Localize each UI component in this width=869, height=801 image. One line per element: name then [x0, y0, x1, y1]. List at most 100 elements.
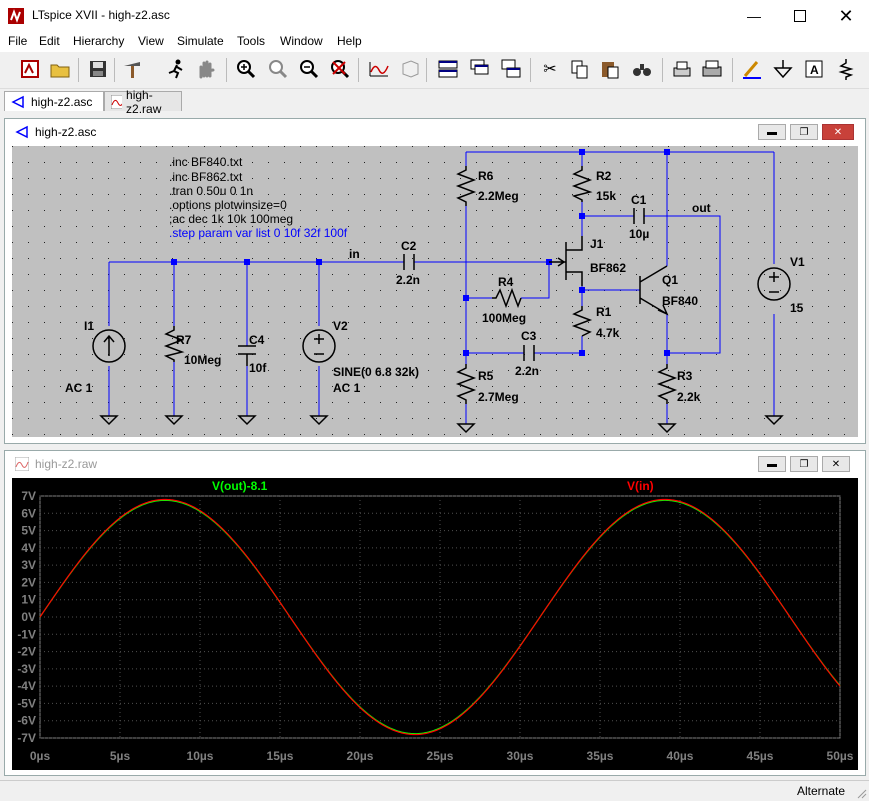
c1-value[interactable]: 10µ — [629, 227, 649, 241]
r6-label[interactable]: R6 — [478, 169, 494, 183]
zoom-cancel-button[interactable] — [328, 57, 352, 81]
net-label-out[interactable]: out — [692, 201, 711, 215]
close-button[interactable]: ✕ — [823, 0, 869, 32]
y-tick-label: -6V — [17, 714, 36, 728]
label-button[interactable]: A — [802, 57, 826, 81]
cascade-button[interactable] — [468, 57, 492, 81]
maximize-button[interactable] — [777, 0, 823, 32]
r7-value[interactable]: 10Meg — [184, 353, 221, 367]
fit-button[interactable] — [398, 57, 422, 81]
cut-button[interactable]: ✂ — [538, 57, 562, 81]
directive-line[interactable]: .inc BF840.txt — [169, 155, 243, 169]
c1-label[interactable]: C1 — [631, 193, 647, 207]
r7-label[interactable]: R7 — [176, 333, 192, 347]
schematic-close-button[interactable]: ✕ — [822, 124, 854, 140]
c3-value[interactable]: 2.2n — [515, 364, 539, 378]
r5-value[interactable]: 2.7Meg — [478, 390, 519, 404]
r2-label[interactable]: R2 — [596, 169, 612, 183]
tile-vertical-icon — [501, 59, 521, 78]
r4-label[interactable]: R4 — [498, 275, 514, 289]
run-button[interactable] — [164, 57, 188, 81]
zoom-in-button[interactable] — [234, 57, 258, 81]
open-button[interactable] — [48, 57, 72, 81]
toolbar-separator — [732, 58, 733, 82]
r5-label[interactable]: R5 — [478, 369, 494, 383]
v1-value[interactable]: 15 — [790, 301, 804, 315]
autorange-icon — [369, 62, 389, 77]
q1-label[interactable]: Q1 — [662, 273, 678, 287]
new-schematic-button[interactable] — [18, 57, 42, 81]
v2-voltage-source — [302, 329, 336, 363]
net-label-in[interactable]: in — [349, 247, 360, 261]
j1-label[interactable]: J1 — [590, 237, 604, 251]
r1-label[interactable]: R1 — [596, 305, 612, 319]
directive-line[interactable]: .inc BF862.txt — [169, 170, 243, 184]
print-button[interactable] — [700, 57, 724, 81]
r3-value[interactable]: 2.2k — [677, 390, 701, 404]
r1-value[interactable]: 4.7k — [596, 326, 620, 340]
find-button[interactable] — [630, 57, 654, 81]
c4-label[interactable]: C4 — [249, 333, 265, 347]
trace-label-vout[interactable]: V(out)-8.1 — [212, 479, 268, 493]
ground-icon — [99, 415, 119, 426]
pan-button[interactable] — [266, 57, 290, 81]
save-button[interactable] — [86, 57, 110, 81]
resize-grip-icon[interactable] — [855, 787, 867, 799]
directive-line[interactable]: .options plotwinsize=0 — [169, 198, 287, 212]
r4-value[interactable]: 100Meg — [482, 311, 526, 325]
menu-file[interactable]: File — [8, 34, 28, 48]
tile-horizontal-button[interactable] — [436, 57, 460, 81]
r3-label[interactable]: R3 — [677, 369, 693, 383]
tile-vertical-button[interactable] — [499, 57, 523, 81]
v2-label[interactable]: V2 — [333, 319, 348, 333]
v1-label[interactable]: V1 — [790, 255, 805, 269]
r6-value[interactable]: 2.2Meg — [478, 189, 519, 203]
copy-button[interactable] — [568, 57, 592, 81]
zoom-out-button[interactable] — [297, 57, 321, 81]
schematic-restore-button[interactable]: ❐ — [790, 124, 818, 140]
trace-label-vin[interactable]: V(in) — [627, 479, 654, 493]
paste-button[interactable] — [598, 57, 622, 81]
print-setup-button[interactable] — [670, 57, 694, 81]
run-icon — [168, 59, 183, 79]
menu-simulate[interactable]: Simulate — [177, 34, 224, 48]
i1-value[interactable]: AC 1 — [65, 381, 93, 395]
v2-ac-value[interactable]: AC 1 — [333, 381, 361, 395]
halt-button[interactable] — [194, 57, 218, 81]
step-directive[interactable]: .step param var list 0 10f 32f 100f — [169, 226, 348, 240]
directive-line[interactable]: ;ac dec 1k 10k 100meg — [169, 212, 293, 226]
i1-label[interactable]: I1 — [84, 319, 94, 333]
menu-view[interactable]: View — [138, 34, 164, 48]
c2-value[interactable]: 2.2n — [396, 273, 420, 287]
wire-button[interactable] — [740, 57, 764, 81]
r2-value[interactable]: 15k — [596, 189, 616, 203]
menu-window[interactable]: Window — [280, 34, 323, 48]
schematic-minimize-button[interactable]: ▬ — [758, 124, 786, 140]
autorange-button[interactable] — [367, 57, 391, 81]
find-icon — [633, 64, 651, 76]
plot-close-button[interactable]: ✕ — [822, 456, 850, 472]
tab-high-z2-raw[interactable]: high-z2.raw — [104, 88, 182, 116]
close-icon: ✕ — [838, 5, 854, 26]
c2-label[interactable]: C2 — [401, 239, 417, 253]
y-tick-label: -7V — [17, 731, 36, 745]
ground-button[interactable] — [771, 57, 795, 81]
menu-edit[interactable]: Edit — [39, 34, 60, 48]
menu-tools[interactable]: Tools — [237, 34, 266, 48]
menu-help[interactable]: Help — [337, 34, 362, 48]
schematic-canvas[interactable]: .inc BF840.txt .inc BF862.txt .tran 0 50… — [12, 146, 858, 437]
q1-model[interactable]: BF840 — [662, 294, 698, 308]
j1-model[interactable]: BF862 — [590, 261, 626, 275]
c4-value[interactable]: 10f — [249, 361, 267, 375]
plot-restore-button[interactable]: ❐ — [790, 456, 818, 472]
v2-value[interactable]: SINE(0 6.8 32k) — [333, 365, 419, 379]
c3-label[interactable]: C3 — [521, 329, 537, 343]
menu-hierarchy[interactable]: Hierarchy — [73, 34, 125, 48]
tab-high-z2-asc[interactable]: high-z2.asc — [4, 91, 104, 111]
control-panel-button[interactable] — [120, 57, 144, 81]
resistor-button[interactable] — [834, 57, 858, 81]
plot-minimize-button[interactable]: ▬ — [758, 456, 786, 472]
directive-line[interactable]: .tran 0 50u 0 1n — [169, 184, 253, 198]
minimize-button[interactable]: — — [731, 0, 777, 32]
